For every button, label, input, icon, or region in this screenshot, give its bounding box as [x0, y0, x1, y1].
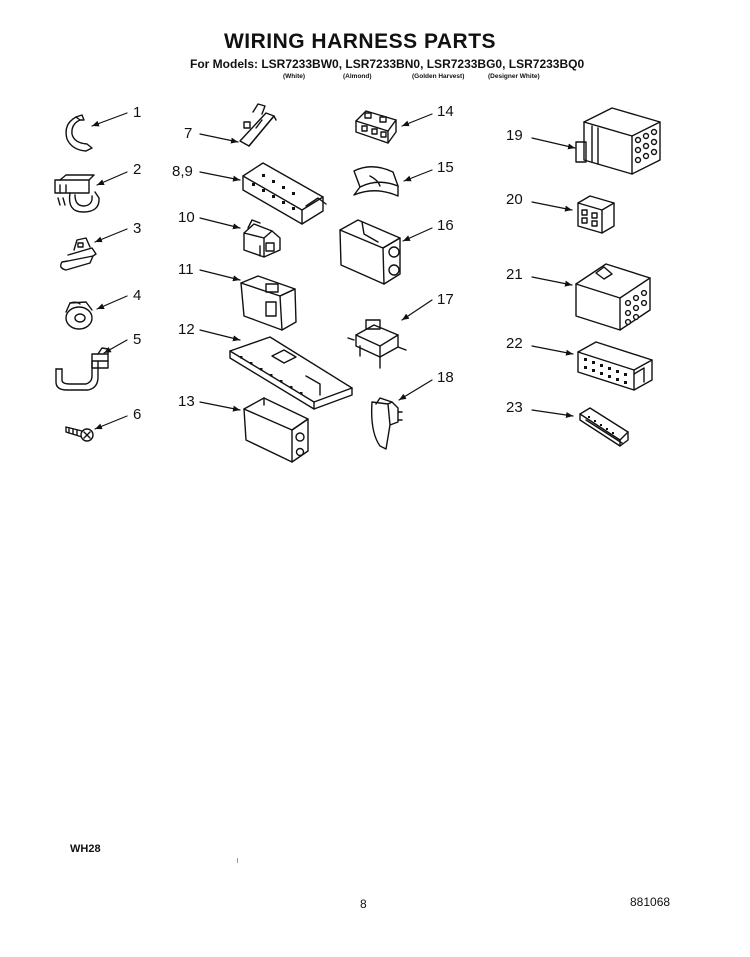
part-label-3: 3 — [133, 220, 142, 237]
scan-mark — [237, 858, 238, 863]
page-number: 8 — [360, 897, 367, 911]
part-4-grommet-drawing — [65, 301, 93, 330]
part-label-12: 12 — [178, 321, 195, 338]
part-label-19: 19 — [506, 127, 523, 144]
models-line: For Models: LSR7233BW0, LSR7233BN0, LSR7… — [190, 57, 585, 71]
part-19-connector-drawing — [575, 107, 661, 175]
part-22-connector-drawing — [577, 341, 653, 391]
page-title: WIRING HARNESS PARTS — [223, 30, 497, 53]
part-label-6: 6 — [133, 406, 142, 423]
part-13-housing-drawing — [243, 397, 309, 463]
part-10-connector-drawing — [243, 219, 281, 258]
part-label-5: 5 — [133, 331, 142, 348]
part-21-cube-drawing — [575, 263, 651, 331]
part-14-plug-drawing — [355, 110, 397, 144]
part-17-terminal-drawing — [347, 319, 407, 369]
part-label-8-9: 8,9 — [172, 163, 193, 180]
part-label-1: 1 — [133, 104, 142, 121]
part-label-18: 18 — [437, 369, 454, 386]
part-11-housing-drawing — [240, 275, 297, 331]
part-23-edge-connector-drawing — [579, 407, 629, 447]
part-2-clamp-drawing — [54, 174, 100, 213]
part-label-2: 2 — [133, 161, 142, 178]
part-6-screw-drawing — [65, 426, 94, 442]
part-label-23: 23 — [506, 399, 523, 416]
part-3-strap-drawing — [59, 237, 97, 271]
part-label-15: 15 — [437, 159, 454, 176]
part-16-housing-drawing — [339, 219, 401, 285]
part-12-strip-drawing — [229, 336, 353, 410]
part-8-9-housing-drawing — [242, 162, 327, 225]
part-7-connector-drawing — [239, 103, 277, 147]
part-label-20: 20 — [506, 191, 523, 208]
part-20-block-drawing — [577, 195, 615, 234]
leader-arrows — [91, 112, 576, 430]
part-18-clip-drawing — [370, 397, 403, 450]
part-label-22: 22 — [506, 335, 523, 352]
part-label-10: 10 — [178, 209, 195, 226]
section-code: WH28 — [70, 843, 101, 855]
part-label-14: 14 — [437, 103, 454, 120]
color-note-white: (White) — [283, 73, 306, 80]
color-notes: (White) (Almond) (Golden Harvest) (Desig… — [0, 73, 750, 85]
part-5-cable-clamp-drawing — [55, 347, 109, 391]
color-note-designer-white: (Designer White) — [488, 73, 540, 80]
part-1-clip-drawing — [65, 114, 93, 152]
part-label-16: 16 — [437, 217, 454, 234]
color-note-almond: (Almond) — [343, 73, 372, 80]
part-label-21: 21 — [506, 266, 523, 283]
document-number: 881068 — [630, 895, 671, 909]
part-label-4: 4 — [133, 287, 142, 304]
part-label-17: 17 — [437, 291, 454, 308]
color-note-golden-harvest: (Golden Harvest) — [412, 73, 465, 80]
part-label-7: 7 — [184, 125, 193, 142]
part-label-11: 11 — [178, 261, 194, 278]
part-label-13: 13 — [178, 393, 195, 410]
part-15-cover-drawing — [353, 166, 399, 197]
